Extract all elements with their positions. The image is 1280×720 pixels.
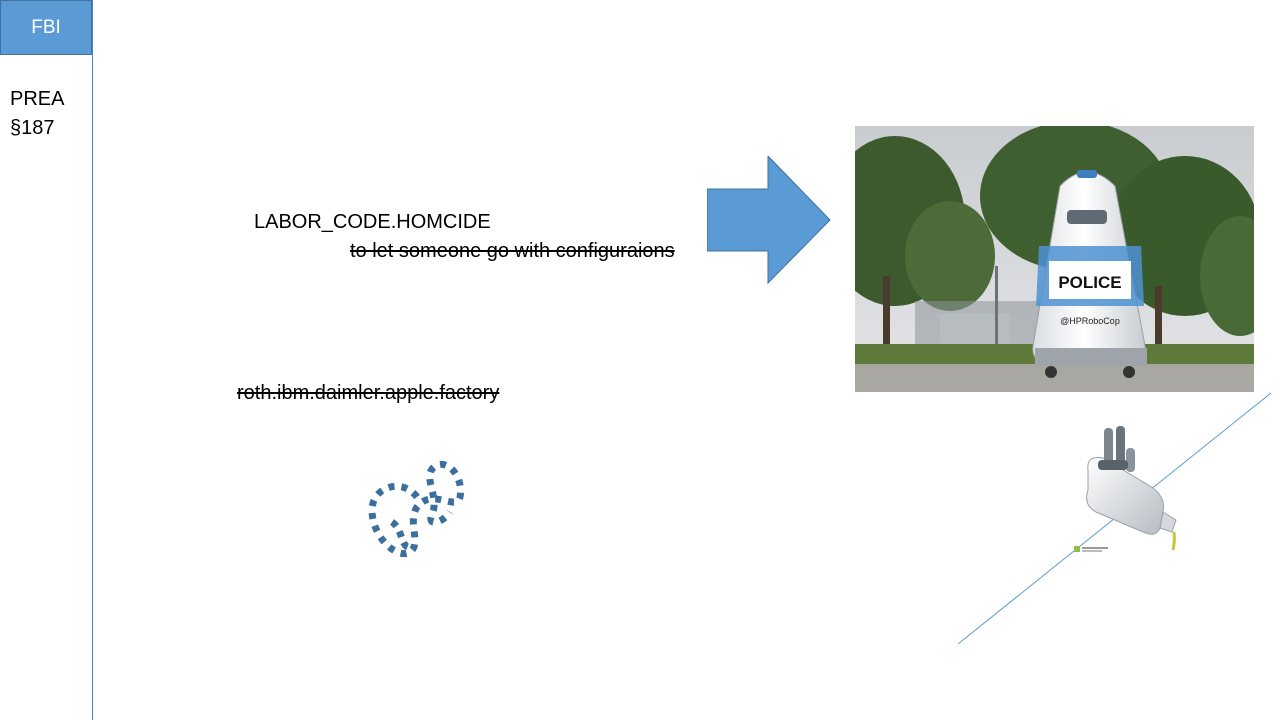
police-robot-photo: POLICE @HPRoboCop: [855, 126, 1254, 392]
police-robot-label: POLICE: [1058, 273, 1121, 292]
robot-hand-oil-bottle-image: [1074, 426, 1177, 552]
police-robot-image: POLICE @HPRoboCop: [855, 126, 1254, 392]
right-arrow-shape: [707, 156, 831, 284]
configurations-struck-text: to let someone go with configuraions: [350, 240, 675, 262]
robot-handle-label: @HPRoboCop: [1060, 316, 1120, 326]
labor-code-text: LABOR_CODE.HOMCIDE: [254, 211, 491, 233]
fbi-tab[interactable]: FBI: [0, 0, 92, 55]
factory-struck-text: roth.ibm.daimler.apple.factory: [237, 382, 500, 404]
fbi-tab-label: FBI: [31, 16, 61, 38]
side-note: PREA §187: [10, 85, 64, 143]
side-panel: FBI PREA §187: [0, 0, 93, 720]
side-note-line-prea: PREA: [10, 88, 65, 110]
side-note-line-section: §187: [10, 117, 55, 139]
dashed-scribble-shape: [368, 461, 465, 558]
